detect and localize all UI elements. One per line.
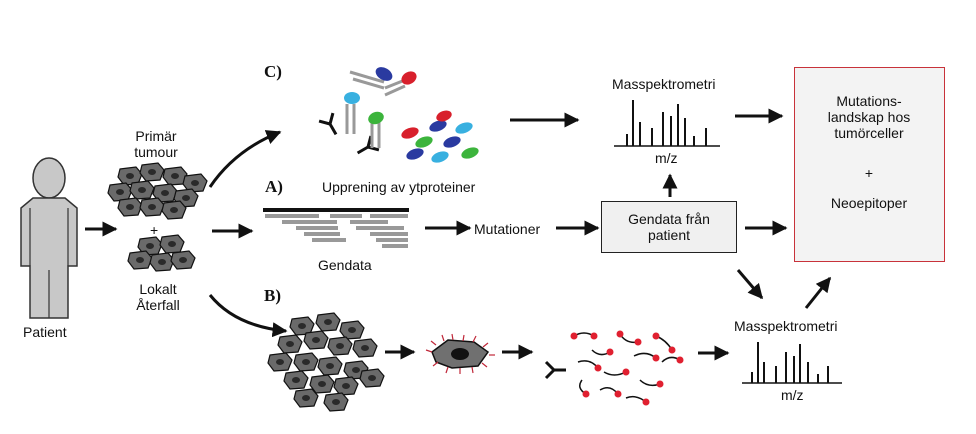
relapse-cell-field [267, 312, 385, 412]
result-box: Mutations- landskap hos tumörceller + Ne… [794, 67, 945, 262]
ms-spectrum-bottom [742, 342, 842, 384]
result-plus: + [864, 165, 874, 181]
local-relapse-line-2: Återfall [136, 297, 180, 313]
patient-icon [20, 157, 78, 319]
mz-top-label: m/z [655, 150, 678, 166]
result-subtitle: Neoepitoper [830, 195, 908, 211]
enlarged-cell [425, 333, 495, 374]
ms-bottom-label: Masspektrometri [734, 318, 838, 334]
patient-gene-data-box: Gendata från patient [601, 201, 737, 253]
result-title-line-1: Mutations- [836, 93, 902, 109]
ms-spectrum-top [614, 100, 720, 147]
section-a-label: A) [265, 177, 283, 196]
gene-reads [263, 208, 409, 248]
peptides [573, 332, 681, 403]
result-title-line-3: tumörceller [834, 125, 904, 141]
gene-data-label: Gendata [318, 257, 372, 273]
patient-label: Patient [23, 324, 67, 340]
section-c-label: C) [264, 62, 282, 81]
local-relapse-label: Lokalt Återfall [122, 281, 194, 313]
ms-top-label: Masspektrometri [612, 76, 716, 92]
result-title: Mutations- landskap hos tumörceller [795, 93, 943, 141]
arrows [85, 108, 832, 361]
mz-bottom-label: m/z [781, 387, 804, 403]
section-b-label: B) [264, 286, 281, 305]
local-relapse-line-1: Lokalt [139, 281, 177, 297]
surface-proteins-label: Upprening av ytproteiner [322, 179, 476, 195]
surface-proteins-illustration [317, 67, 479, 163]
relapse-cells [127, 234, 196, 272]
peptide-dots [570, 330, 684, 406]
primary-tumour-cells [107, 162, 208, 220]
primary-tumour-line-1: Primär [135, 128, 177, 144]
plus-sign: + [150, 222, 159, 238]
primary-tumour-label: Primär tumour [120, 128, 192, 160]
patient-gene-data-line-1: Gendata från [628, 211, 710, 227]
result-title-line-2: landskap hos [827, 109, 911, 125]
patient-gene-data-line-2: patient [647, 227, 691, 243]
primary-tumour-line-2: tumour [134, 144, 178, 160]
mutations-label: Mutationer [474, 221, 541, 237]
